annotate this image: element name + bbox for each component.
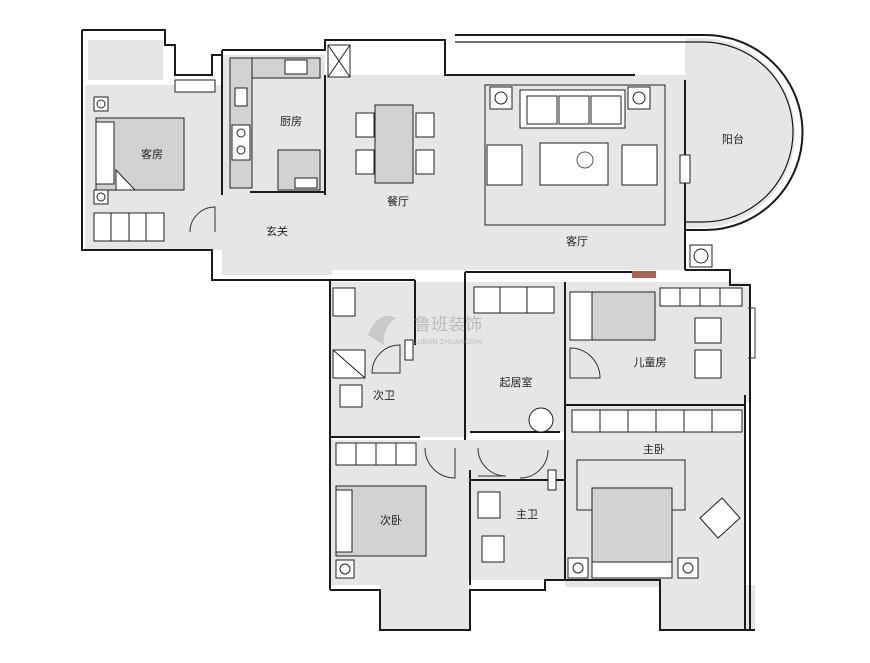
- dining-cabinet-cross2: [327, 44, 351, 78]
- label-master-bedroom: 主卧: [643, 443, 665, 456]
- stove-burner-2: [236, 145, 246, 155]
- armchair-right: [621, 144, 658, 186]
- kids-wardrobe: [659, 287, 743, 307]
- master-armchair: [699, 497, 741, 539]
- planter-pot: [693, 248, 709, 264]
- plant: [576, 151, 594, 169]
- master-lamp-left: [572, 562, 584, 574]
- guest-lamp-bottom: [96, 192, 106, 202]
- master-wardrobe: [571, 409, 743, 433]
- watermark: 鲁班装饰 LUBAN ZHUANGSHI: [368, 315, 482, 346]
- dining-chair-2: [355, 149, 375, 175]
- label-guest-room: 客房: [141, 147, 163, 161]
- watermark-sub: LUBAN ZHUANGSHI: [414, 338, 482, 346]
- armchair-left: [486, 144, 523, 186]
- door-master-bath: [477, 447, 507, 477]
- bath2-sink: [332, 287, 356, 317]
- watermark-logo-icon: [368, 316, 396, 345]
- family-shelf: [473, 286, 555, 314]
- bay-window-left: [380, 585, 470, 630]
- guest-shelf: [174, 79, 216, 93]
- dining-chair-4: [415, 149, 435, 175]
- family-round-table: [528, 407, 554, 433]
- label-living: 客厅: [566, 234, 588, 248]
- guest-bed-fold: [115, 168, 137, 191]
- label-dining: 餐厅: [387, 194, 409, 208]
- bed2-headboard: [335, 489, 353, 553]
- kids-desk-chair: [694, 317, 722, 344]
- door-second-bedroom: [424, 447, 456, 479]
- window-kids: [748, 307, 756, 359]
- kitchen-counter-left: [229, 57, 253, 189]
- stove: [231, 124, 251, 161]
- kitchen-drainer: [294, 177, 318, 189]
- wall-right: [685, 269, 751, 630]
- guest-lamp-top: [96, 99, 106, 109]
- mbath-sink: [477, 491, 501, 519]
- kitchen-sink: [284, 59, 308, 75]
- room-labels: 客房 厨房 餐厅 客厅 阳台 玄关 次卫 起居室 儿童房 主卧 次卧 主卫: [141, 115, 744, 527]
- mbath-toilet: [481, 535, 505, 563]
- label-family-room: 起居室: [500, 375, 533, 389]
- stair-accent: [632, 271, 656, 278]
- wall-guest-top: [82, 29, 222, 76]
- guest-bed-headboard: [95, 121, 115, 185]
- wall-bottom: [330, 579, 755, 631]
- walls: [81, 29, 804, 631]
- balcony-floor: [455, 38, 795, 228]
- sofa-cushion-2: [558, 95, 590, 125]
- dining-chair-1: [355, 112, 375, 138]
- mbath-door-frame: [547, 469, 557, 491]
- doors: [189, 206, 756, 479]
- fridge: [234, 87, 248, 107]
- door-second-bath: [371, 344, 401, 374]
- coffee-table: [539, 142, 609, 186]
- bay-window-right: [660, 585, 755, 630]
- door-guest-room: [189, 206, 216, 233]
- sofa-cushion-1: [526, 95, 558, 125]
- label-master-bath: 主卫: [516, 508, 538, 521]
- label-second-bath: 次卫: [373, 388, 395, 402]
- guest-balcony: [88, 40, 163, 80]
- label-entrance: 玄关: [266, 224, 288, 238]
- door-kids-room: [569, 347, 601, 379]
- label-balcony: 阳台: [722, 132, 744, 146]
- living-rug: [484, 84, 666, 226]
- sofa-cushion-3: [590, 95, 622, 125]
- door-master-bedroom: [519, 449, 549, 479]
- watermark-brand: 鲁班装饰: [414, 315, 482, 335]
- label-kitchen: 厨房: [280, 115, 302, 128]
- bed2-lamp: [339, 563, 351, 575]
- kids-bed-head: [569, 291, 593, 341]
- dining-table: [374, 104, 414, 184]
- wall-balcony-outer: [455, 34, 804, 231]
- dining-chair-3: [415, 112, 435, 138]
- label-second-bedroom: 次卧: [380, 513, 402, 527]
- master-bed-foot: [591, 561, 673, 579]
- wall-balcony-inner: [455, 41, 794, 223]
- entrance-floor: [222, 190, 332, 275]
- furniture: [88, 40, 743, 579]
- bath2-shower-diag: [332, 349, 366, 379]
- living-window-frame: [679, 154, 691, 184]
- lamp-right: [632, 91, 646, 105]
- wall-guest-left: [81, 30, 330, 281]
- label-kids-room: 儿童房: [634, 355, 667, 369]
- wall-kitchen-dining-top: [222, 39, 635, 76]
- lamp-left: [494, 91, 508, 105]
- kids-desk: [694, 349, 722, 379]
- stove-burner-1: [236, 128, 246, 138]
- master-lamp-right: [682, 562, 694, 574]
- bath2-door-frame: [404, 339, 414, 361]
- bath2-toilet: [339, 384, 363, 408]
